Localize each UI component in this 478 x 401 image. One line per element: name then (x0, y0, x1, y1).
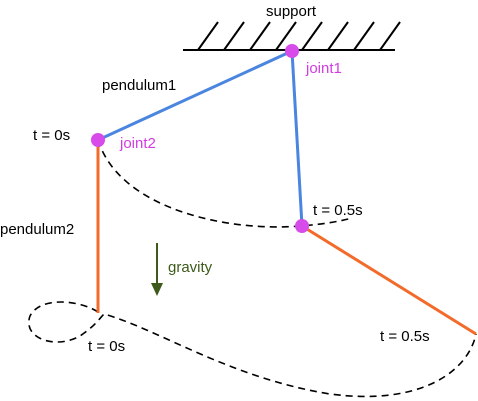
time-joint2-start-label: t = 0s (33, 127, 70, 144)
gravity-arrow-icon (151, 243, 163, 296)
time-tip-end-label: t = 0.5s (380, 328, 430, 345)
pendulum1-link-t0 (97, 49, 293, 142)
support-hatching (197, 21, 401, 51)
pendulum1-link-t05 (290, 50, 304, 227)
joint1-marker-t0 (285, 44, 299, 58)
gravity-label: gravity (168, 259, 213, 276)
joint1-label: joint1 (305, 60, 342, 77)
time-tip-start-label: t = 0s (88, 338, 125, 355)
pendulum1-label: pendulum1 (102, 77, 176, 94)
pendulum2-link-t05 (301, 224, 477, 336)
joint2-marker-t05 (295, 219, 309, 233)
joint2-marker-t0 (91, 133, 105, 147)
support-label: support (266, 3, 317, 20)
tip-trajectory (27, 301, 477, 398)
joint2-label: joint2 (119, 135, 156, 152)
time-joint1-end-label: t = 0.5s (313, 202, 363, 219)
pendulum2-label: pendulum2 (0, 221, 74, 238)
joint2-trajectory (97, 139, 353, 228)
